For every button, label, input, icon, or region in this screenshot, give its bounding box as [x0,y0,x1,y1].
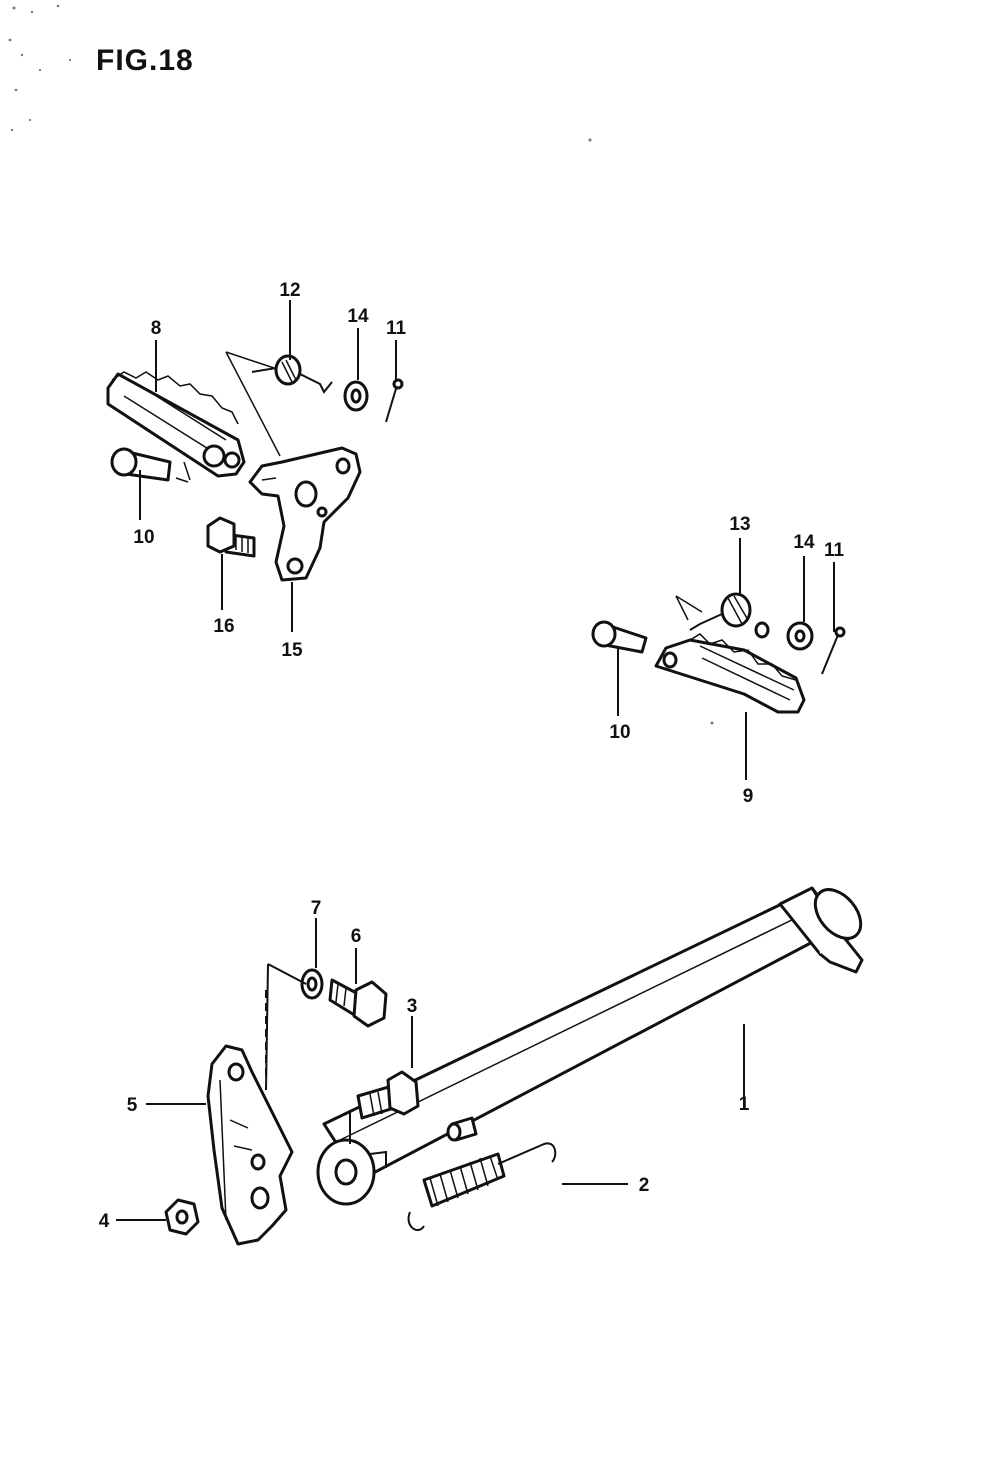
callout-5: 5 [127,1095,138,1116]
callout-14-right: 14 [793,532,815,553]
callout-9: 9 [743,786,754,807]
callout-7: 7 [311,898,322,919]
callout-3: 3 [407,996,418,1017]
callout-6: 6 [351,926,362,947]
assembly-line-left [225,351,281,457]
return-spring-part-13 [689,592,770,639]
callout-12: 12 [279,280,300,301]
footrest-bracket-part-15 [248,446,362,582]
callout-8: 8 [151,318,162,339]
callout-11-right: 11 [824,540,845,561]
scan-noise [8,4,714,725]
washer-part-14-right [786,621,814,651]
clevis-pin-part-10-right [591,620,648,654]
stand-spring-part-2 [407,1142,557,1231]
washer-part-14-left [343,380,369,412]
side-stand-part-1 [316,886,864,1206]
figure-title: FIG.18 [96,44,194,77]
callout-11-left: 11 [386,318,407,339]
callout-14-left: 14 [347,306,369,327]
callout-16: 16 [213,616,234,637]
bolt-part-16 [206,516,256,558]
bolt-part-3 [356,1070,420,1120]
cotter-pin-part-11-right [821,626,846,675]
callout-4: 4 [99,1211,110,1232]
callout-15: 15 [281,640,303,661]
assembly-line-bracket [265,963,307,1091]
leader-lines [116,300,835,1221]
nut-part-4 [164,1198,200,1236]
lock-washer-part-7 [300,968,324,1000]
left-footrest-part-8 [106,371,246,478]
callout-10-left: 10 [133,527,154,548]
assembly-line-left-pin [183,461,191,481]
assembly-line-right [675,595,703,621]
clevis-pin-part-10-left [110,447,189,483]
right-footrest-part-9 [654,633,806,714]
callout-13: 13 [729,514,750,535]
callout-2: 2 [639,1175,650,1196]
callout-1: 1 [739,1094,750,1115]
callout-labels: 8 12 14 11 10 16 15 13 14 11 10 9 7 6 3 … [99,280,845,1232]
bolt-part-6 [328,978,388,1028]
cotter-pin-part-11-left [385,378,404,423]
return-spring-part-12 [251,354,333,394]
stand-bracket-part-5 [206,1044,294,1246]
callout-10-right: 10 [609,722,630,743]
